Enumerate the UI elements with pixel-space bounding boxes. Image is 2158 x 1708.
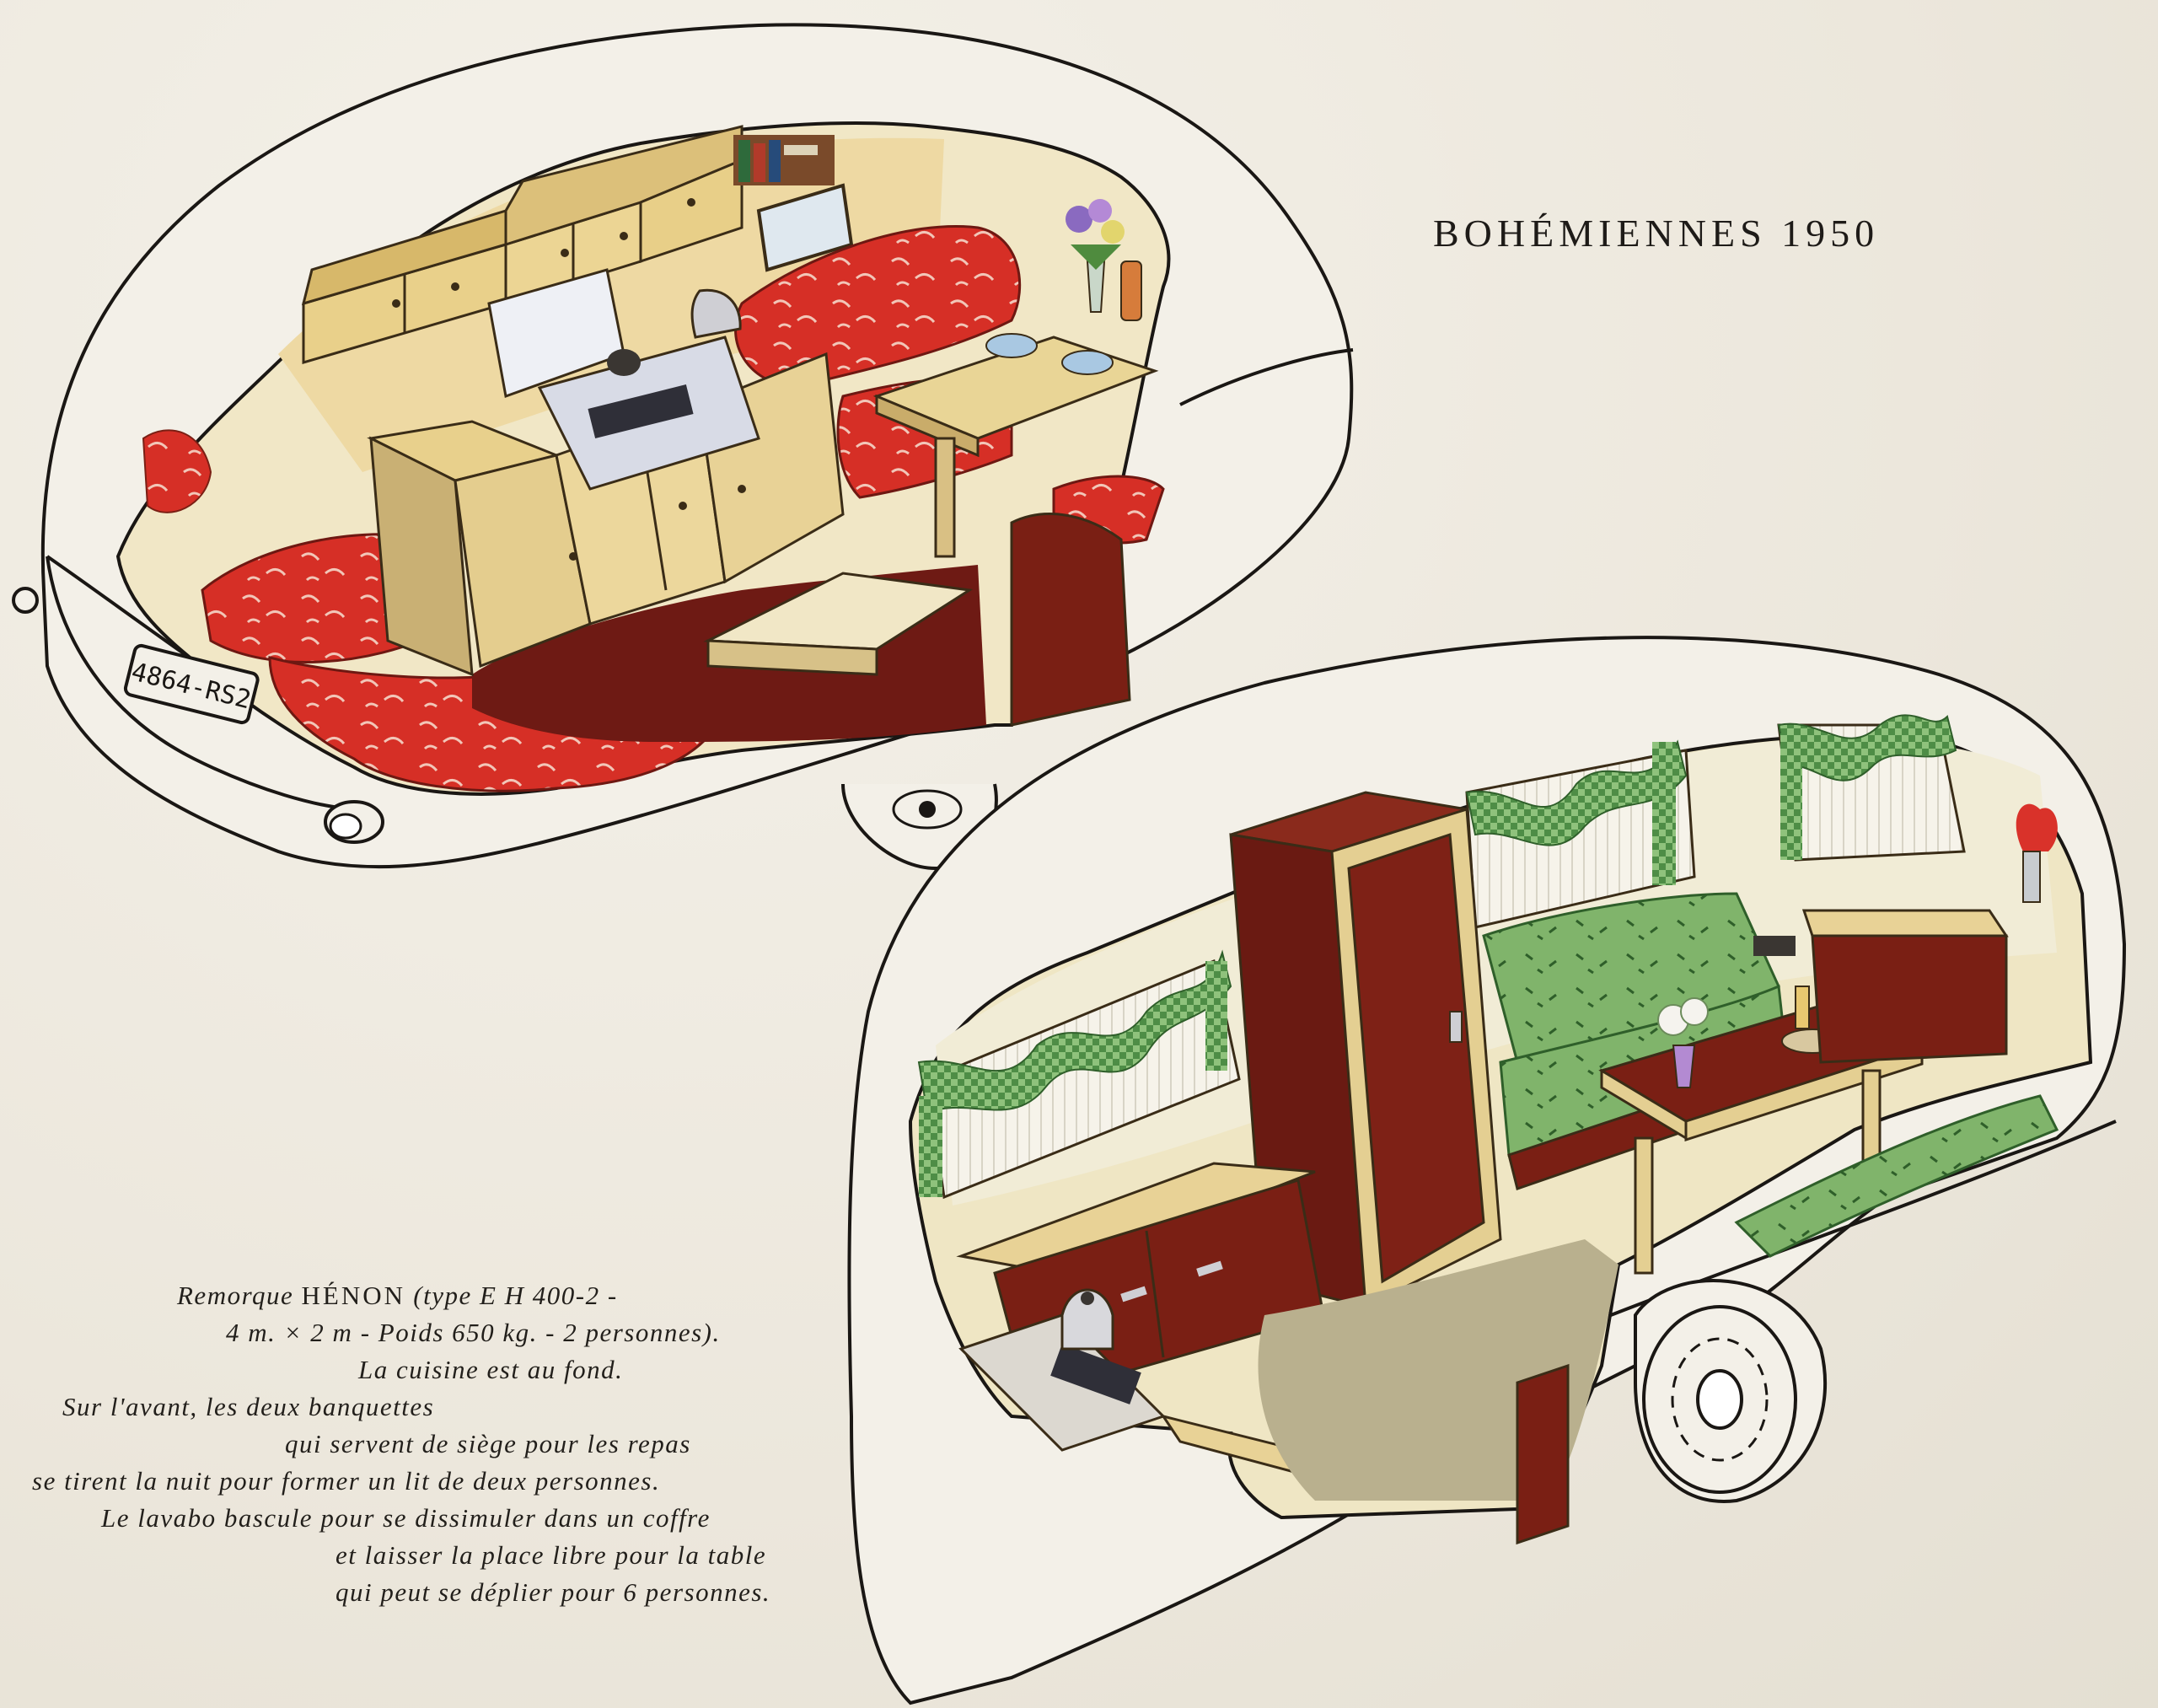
caption-line-8: et laisser la place libre pour la table	[336, 1540, 767, 1570]
caption-line-1: Remorque HÉNON (type E H 400-2 -	[177, 1281, 618, 1310]
brand-name: HÉNON	[301, 1281, 406, 1310]
caption-line-4: Sur l'avant, les deux banquettes	[62, 1392, 435, 1421]
tail-light	[12, 587, 384, 844]
caravan-bottom-wheel	[1634, 1279, 1828, 1503]
wardrobe	[1229, 791, 1502, 1309]
caravan-bottom	[847, 636, 2127, 1705]
caravan-top: 4864-RS2	[12, 23, 1354, 871]
window-right	[1777, 714, 1966, 862]
window-center	[1465, 739, 1696, 929]
side-cabinet	[1753, 803, 2058, 1064]
caption-block: Remorque HÉNON (type E H 400-2 - 4 m. × …	[17, 1277, 860, 1611]
bookshelf	[733, 135, 835, 185]
caption-line-6: se tirent la nuit pour former un lit de …	[32, 1466, 661, 1496]
caravan-top-window	[756, 183, 854, 272]
dining-table-top	[872, 199, 1159, 558]
page-title: BOHÉMIENNES 1950	[1433, 212, 1880, 255]
caption-line-3: La cuisine est au fond.	[358, 1355, 624, 1384]
license-plate: 4864-RS2	[123, 643, 260, 725]
kitchen-corner	[958, 1288, 1309, 1478]
caption-line-9: qui peut se déplier pour 6 personnes.	[336, 1577, 771, 1607]
caption-line-7: Le lavabo bascule pour se dissimuler dan…	[101, 1503, 711, 1533]
caption-line-2: 4 m. × 2 m - Poids 650 kg. - 2 personnes…	[226, 1318, 721, 1347]
caption-line-5: qui servent de siège pour les repas	[285, 1429, 691, 1458]
kitchen-block	[367, 268, 845, 677]
window-left	[917, 949, 1241, 1200]
